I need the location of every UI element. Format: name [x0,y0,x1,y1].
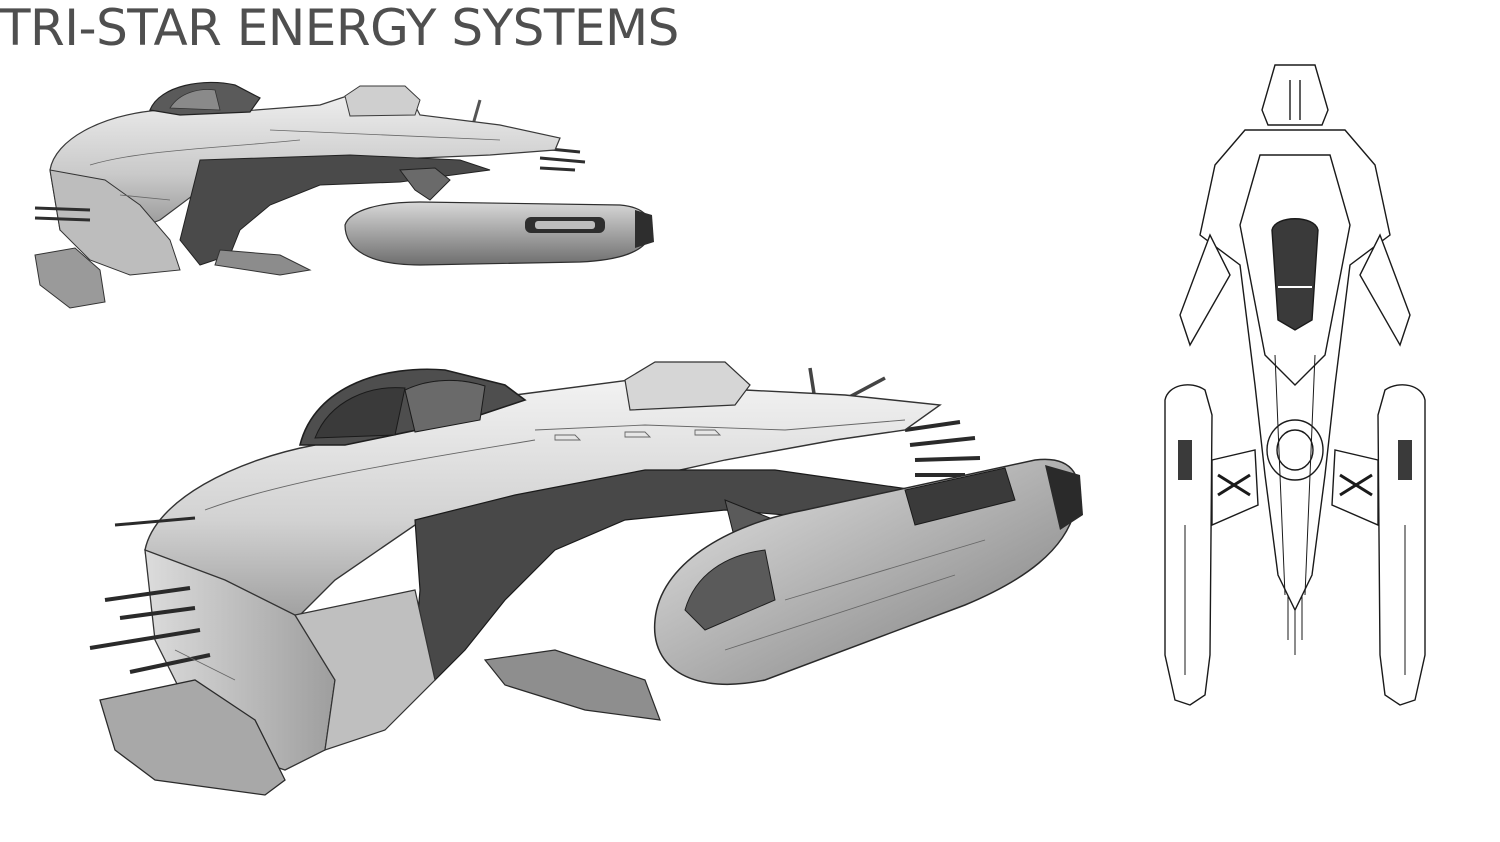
pod-window-right [1398,440,1412,480]
pod-intake [684,549,776,631]
front-fin [34,247,106,309]
nose [1261,64,1329,126]
ship-top-view [1164,64,1426,706]
wing-left [1179,233,1231,347]
panel-lines [174,419,986,681]
pod-left [1164,384,1213,706]
rear-spikes [904,420,981,477]
under-fin [483,649,661,721]
pod-vent [904,467,1016,526]
page-title: TRI-STAR ENERGY SYSTEMS [0,0,679,57]
dorsal-hump [624,361,751,411]
front-fin [99,679,286,796]
engine-pod [344,201,652,266]
ship-perspective-view [89,361,1083,796]
pod-window-left [1178,440,1192,480]
wing-right [1359,233,1411,347]
front-spikes [89,516,211,674]
rear-spikes [539,146,586,172]
pod-right [1377,384,1426,706]
ship-side-view-small [34,81,654,309]
front-spikes [34,206,91,222]
hull-belly [179,154,491,266]
canopy [1271,218,1319,331]
hull-front [144,549,336,771]
